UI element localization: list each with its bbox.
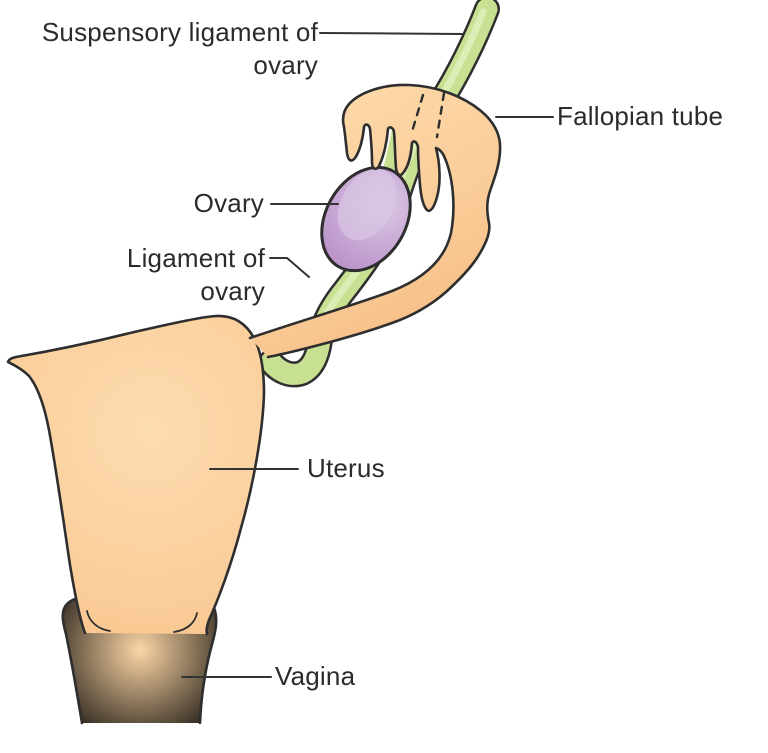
label-ovary: Ovary [193, 188, 264, 218]
ovary-highlight [337, 169, 397, 241]
label-ligament-of-ovary: Ligament of ovary [127, 242, 265, 308]
leader-ligament-of-ovary [269, 257, 310, 278]
label-ligament-of-ovary-line1: Ligament of [126, 243, 265, 273]
label-suspensory-ligament-line2: ovary [253, 50, 318, 80]
label-ligament-of-ovary-line2: ovary [200, 276, 265, 306]
label-fallopian-tube: Fallopian tube [557, 101, 724, 131]
leader-lines [181, 32, 554, 678]
tube-outline [248, 83, 502, 359]
uterus-shape [6, 314, 266, 636]
label-vagina: Vagina [275, 661, 356, 691]
leader-suspensory-ligament [319, 32, 463, 35]
label-suspensory-ligament: Suspensory ligament of ovary [42, 16, 318, 82]
ovary-shape [320, 165, 412, 273]
tube-fill [250, 84, 501, 357]
fallopian-tube-shape [248, 83, 502, 359]
cervix-fornix-lines [86, 610, 198, 633]
label-suspensory-ligament-line1: Suspensory ligament of [41, 17, 318, 47]
label-uterus: Uterus [307, 453, 385, 483]
tube-lumen-dashed-lines [409, 91, 446, 139]
